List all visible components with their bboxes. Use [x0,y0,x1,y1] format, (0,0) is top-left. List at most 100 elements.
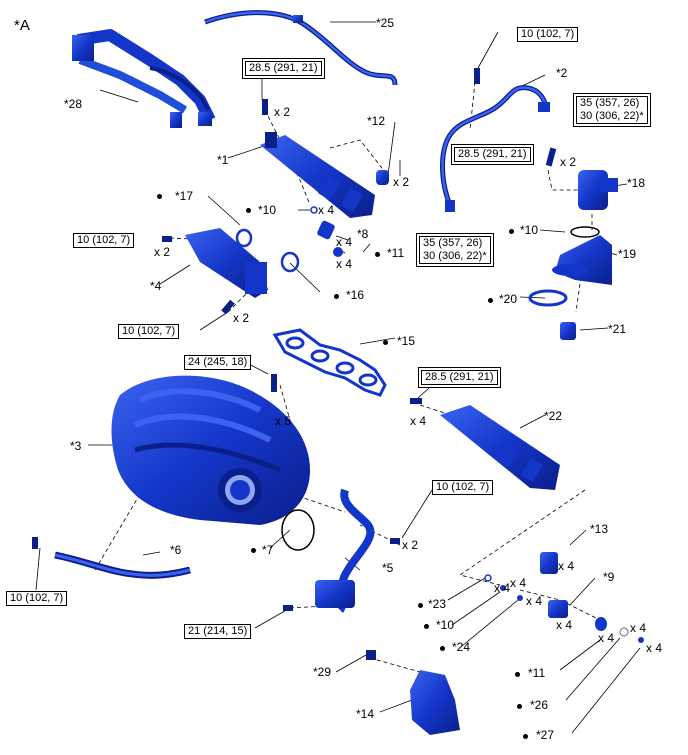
label-part-20: *20 [499,292,518,306]
label-part-5: *5 [382,561,394,575]
gasket-15 [272,328,387,397]
label-part-24: *24 [452,640,471,654]
label-part-4: *4 [150,279,162,293]
small-parts [235,170,389,273]
torque-value: 30 (306, 22)* [580,110,644,122]
torque-box: 10 (102, 7) [517,27,579,42]
label-part-28: *28 [64,97,83,111]
intake-manifold-3 [111,375,310,525]
quantity: x 4 [510,576,527,590]
hose-25 [204,10,398,86]
label-part-10-c: *10 [436,618,455,632]
label-part-17: *17 [175,189,194,203]
bullet [523,734,528,739]
leader-lines [35,21,641,734]
bullet [246,208,251,213]
bolts [32,68,557,660]
bullet [517,704,522,709]
torque-box-double: 35 (357, 26) 30 (306, 22)* [573,93,651,127]
fuel-rail-1 [260,132,375,218]
quantity: x 4 [336,257,353,271]
bullet [418,603,423,608]
quantity: x 2 [233,311,250,325]
label-part-18: *18 [627,176,646,190]
label-part-7: *7 [262,543,274,557]
label-part-16: *16 [346,288,365,302]
torque-value-pair: 35 (357, 26) 30 (306, 22)* [419,236,491,264]
label-part-23: *23 [428,597,447,611]
torque-value: 28.5 (291, 21) [421,370,498,385]
bullet [440,646,445,651]
label-part-10: *10 [258,203,277,217]
quantity: x 4 [494,581,511,595]
injector-group [484,552,644,643]
torque-value: 35 (357, 26) [423,237,483,249]
quantity: x 4 [630,621,647,635]
label-part-9: *9 [603,570,615,584]
bullet [334,294,339,299]
pump-group [528,170,618,340]
bullet [424,624,429,629]
torque-box: 10 (102, 7) [73,233,135,248]
bypass-5 [315,488,375,613]
bullet [515,672,520,677]
hose-6 [54,551,191,579]
torque-box-double: 28.5 (291, 21) [451,144,534,165]
bullet [383,340,388,345]
label-part-6: *6 [170,543,182,557]
label-part-19: *19 [618,247,637,261]
bracket-4 [185,228,268,298]
cover-14 [410,670,460,735]
label-part-22: *22 [544,409,563,423]
bullet [509,229,514,234]
label-part-27: *27 [536,728,555,742]
torque-box-double: 35 (357, 26) 30 (306, 22)* [416,233,494,267]
quantity: x 4 [646,641,663,655]
label-part-13: *13 [590,522,609,536]
label-part-11: *11 [387,246,405,260]
label-part-26: *26 [530,698,549,712]
quantity: x 4 [526,594,543,608]
harness-28 [72,29,216,128]
quantity: x 4 [556,618,573,632]
quantity: x 2 [402,538,419,552]
torque-box: 21 (214, 15) [184,624,252,639]
label-part-29: *29 [313,665,332,679]
label-part-10-b: *10 [520,223,539,237]
torque-value: 35 (357, 26) [580,97,640,109]
bullet [251,548,256,553]
label-part-1: *1 [217,153,229,167]
label-part-25: *25 [376,16,395,30]
quantity: x 4 [318,203,335,217]
label-part-14: *14 [356,707,375,721]
torque-value-pair: 35 (357, 26) 30 (306, 22)* [576,96,648,124]
label-part-3: *3 [70,439,82,453]
label-part-15: *15 [397,334,416,348]
torque-value: 28.5 (291, 21) [245,61,322,76]
quantity: x 2 [393,175,410,189]
quantity: x 4 [598,631,615,645]
fuel-pipe-2 [440,85,550,212]
torque-box: 10 (102, 7) [6,591,68,606]
quantity: x 2 [154,245,171,259]
torque-box: 24 (245, 18) [184,355,252,370]
torque-value: 30 (306, 22)* [423,250,487,262]
fuel-rail-22 [440,405,560,490]
torque-box: 10 (102, 7) [432,480,494,495]
quantity: x 4 [558,559,575,573]
corner-label: *A [14,17,30,34]
label-part-21: *21 [608,322,627,336]
torque-value: 28.5 (291, 21) [454,147,531,162]
label-part-12: *12 [367,114,386,128]
label-part-2: *2 [556,66,568,80]
quantity: x 2 [560,155,577,169]
quantity: x 2 [274,105,291,119]
gasket-7 [281,509,315,551]
label-part-8: *8 [357,227,369,241]
quantity: x 4 [336,235,353,249]
quantity: x 5 [275,414,292,428]
torque-box: 10 (102, 7) [118,324,180,339]
bullet [488,298,493,303]
